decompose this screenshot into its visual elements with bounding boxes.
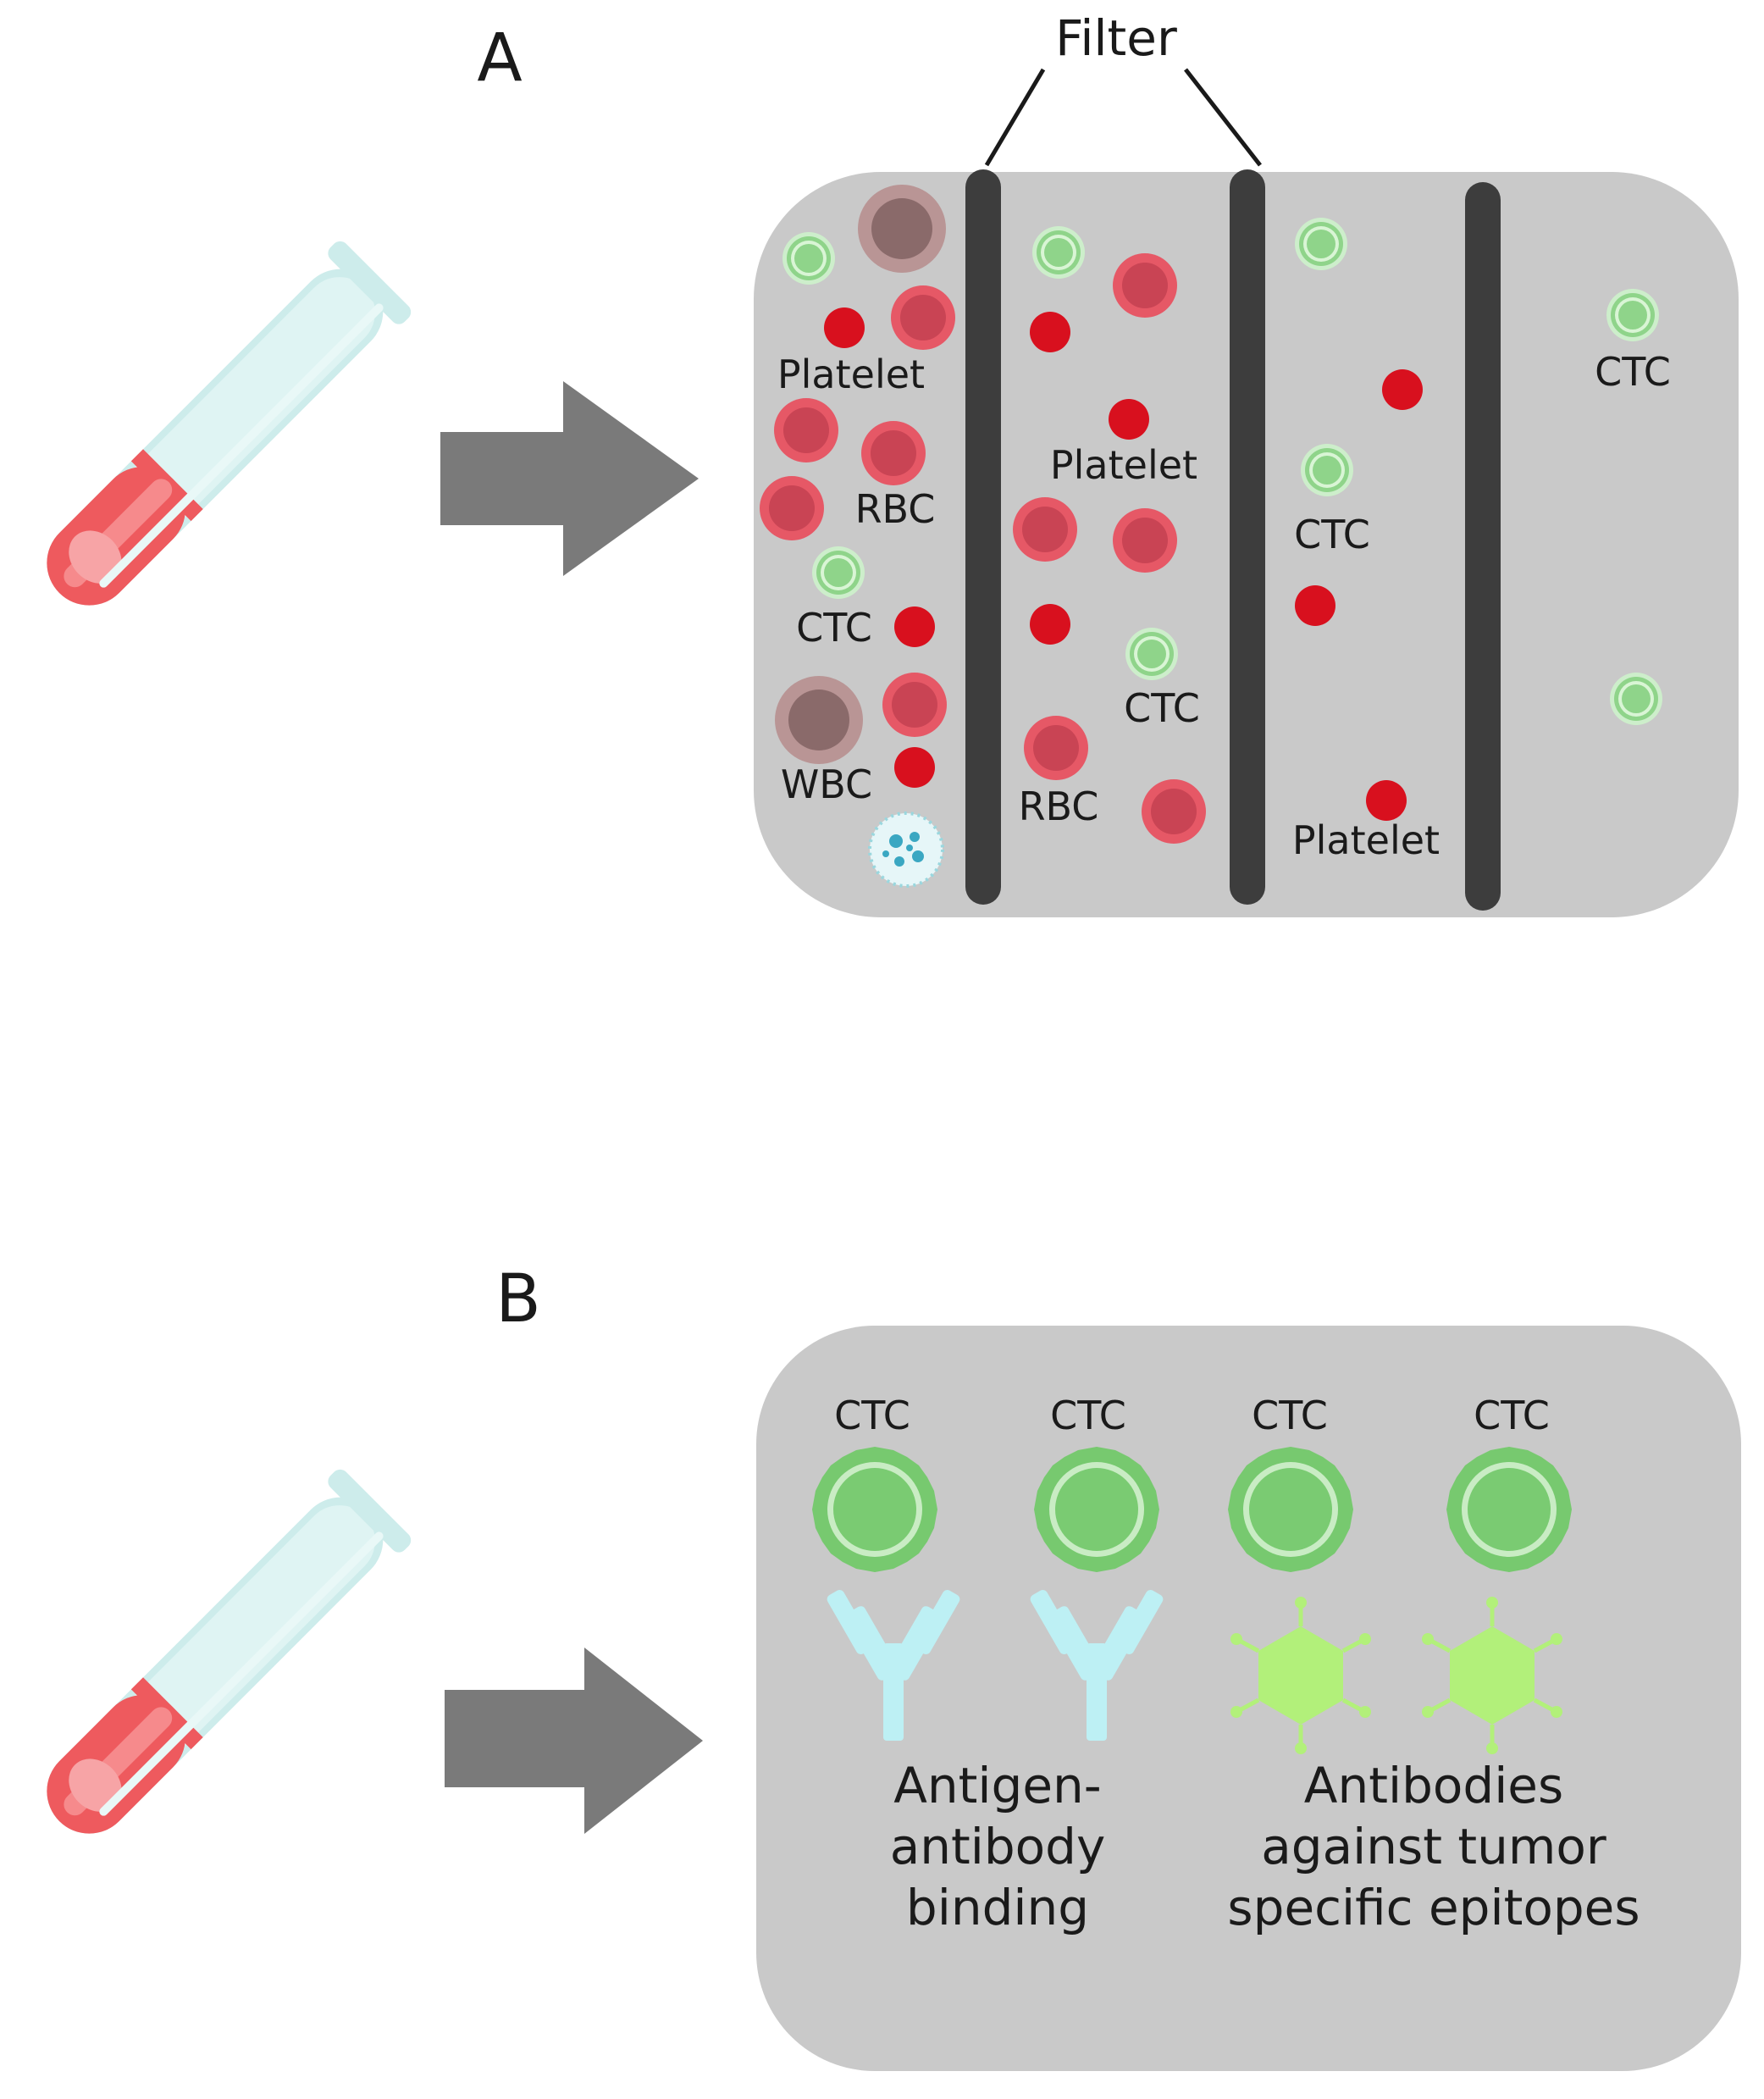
- wbc-cell: [858, 185, 946, 273]
- platelet-cell: [1295, 585, 1335, 626]
- filter-bar-2: [1230, 169, 1265, 905]
- ctc-label-2: CTC: [1050, 1393, 1126, 1438]
- blood-tube-a: [22, 237, 415, 630]
- ctc-cell: [1606, 289, 1659, 341]
- rbc-cell: [882, 673, 947, 737]
- label-wbc: WBC: [781, 762, 872, 807]
- platelet-cell: [894, 606, 935, 647]
- ctc-cell: [1610, 673, 1662, 725]
- ctc-cell: [782, 232, 835, 285]
- caption-left-line-2: antibody: [890, 1818, 1106, 1875]
- caption-right-line-3: specific epitopes: [1227, 1879, 1640, 1936]
- ctc-cell-large: [1228, 1447, 1353, 1572]
- platelet-cell: [1382, 369, 1423, 410]
- filter-bar-3: [1465, 182, 1501, 911]
- ctc-label-4: CTC: [1474, 1393, 1550, 1438]
- ctc-label-3: CTC: [1252, 1393, 1328, 1438]
- platelet-cell: [1030, 604, 1070, 645]
- label-rbc-2: RBC: [1019, 784, 1099, 829]
- panel-a-letter: A: [477, 20, 522, 97]
- ctc-cell: [812, 546, 865, 599]
- exosome-cell: [868, 811, 944, 888]
- rbc-cell: [891, 285, 955, 350]
- platelet-cell: [824, 307, 865, 348]
- rbc-cell: [861, 421, 926, 485]
- filter-label: Filter: [1055, 9, 1177, 67]
- arrow-a: [440, 381, 699, 576]
- filter-pointer-left: [984, 68, 1046, 167]
- panel-b: B CTC CTC CTC CTC Antigen- antibody bind…: [22, 1261, 1741, 2071]
- ctc-cell-large: [812, 1447, 937, 1572]
- rbc-cell: [1013, 497, 1077, 562]
- panel-a: A Filter P: [22, 9, 1739, 917]
- filter-pointer-right: [1184, 68, 1262, 167]
- ctc-cell: [1295, 218, 1347, 270]
- caption-right-line-2: against tumor: [1261, 1818, 1606, 1875]
- rbc-cell: [774, 398, 838, 462]
- ctc-cell: [1301, 444, 1353, 496]
- platelet-cell: [1109, 399, 1149, 440]
- label-platelet-2: Platelet: [1050, 442, 1197, 488]
- ctc-cell: [1125, 628, 1178, 680]
- ctc-label-1: CTC: [834, 1393, 910, 1438]
- platelet-cell: [1366, 780, 1407, 821]
- rbc-cell: [1113, 508, 1177, 573]
- rbc-cell: [1113, 253, 1177, 318]
- blood-tube-b: [22, 1465, 415, 1858]
- label-platelet-1: Platelet: [777, 352, 925, 397]
- ctc-cell-large: [1034, 1447, 1159, 1572]
- label-platelet-3: Platelet: [1292, 817, 1440, 863]
- rbc-cell: [1024, 716, 1088, 780]
- caption-left-line-1: Antigen-: [893, 1757, 1101, 1814]
- rbc-cell: [1142, 779, 1206, 844]
- platelet-cell: [894, 747, 935, 788]
- caption-right-line-1: Antibodies: [1304, 1757, 1563, 1814]
- ctc-cell-large: [1446, 1447, 1572, 1572]
- caption-left-line-3: binding: [906, 1879, 1089, 1936]
- ctc-cell: [1032, 226, 1085, 279]
- filter-bar-1: [965, 169, 1001, 905]
- arrow-b: [445, 1648, 703, 1834]
- label-ctc-3: CTC: [1294, 512, 1370, 557]
- rbc-cell: [760, 476, 824, 540]
- label-ctc-2: CTC: [1124, 685, 1200, 731]
- panel-b-letter: B: [495, 1261, 541, 1337]
- wbc-cell: [775, 676, 863, 764]
- label-rbc-1: RBC: [855, 486, 936, 532]
- label-ctc-1: CTC: [796, 605, 872, 651]
- platelet-cell: [1030, 312, 1070, 352]
- label-ctc-4: CTC: [1595, 349, 1671, 395]
